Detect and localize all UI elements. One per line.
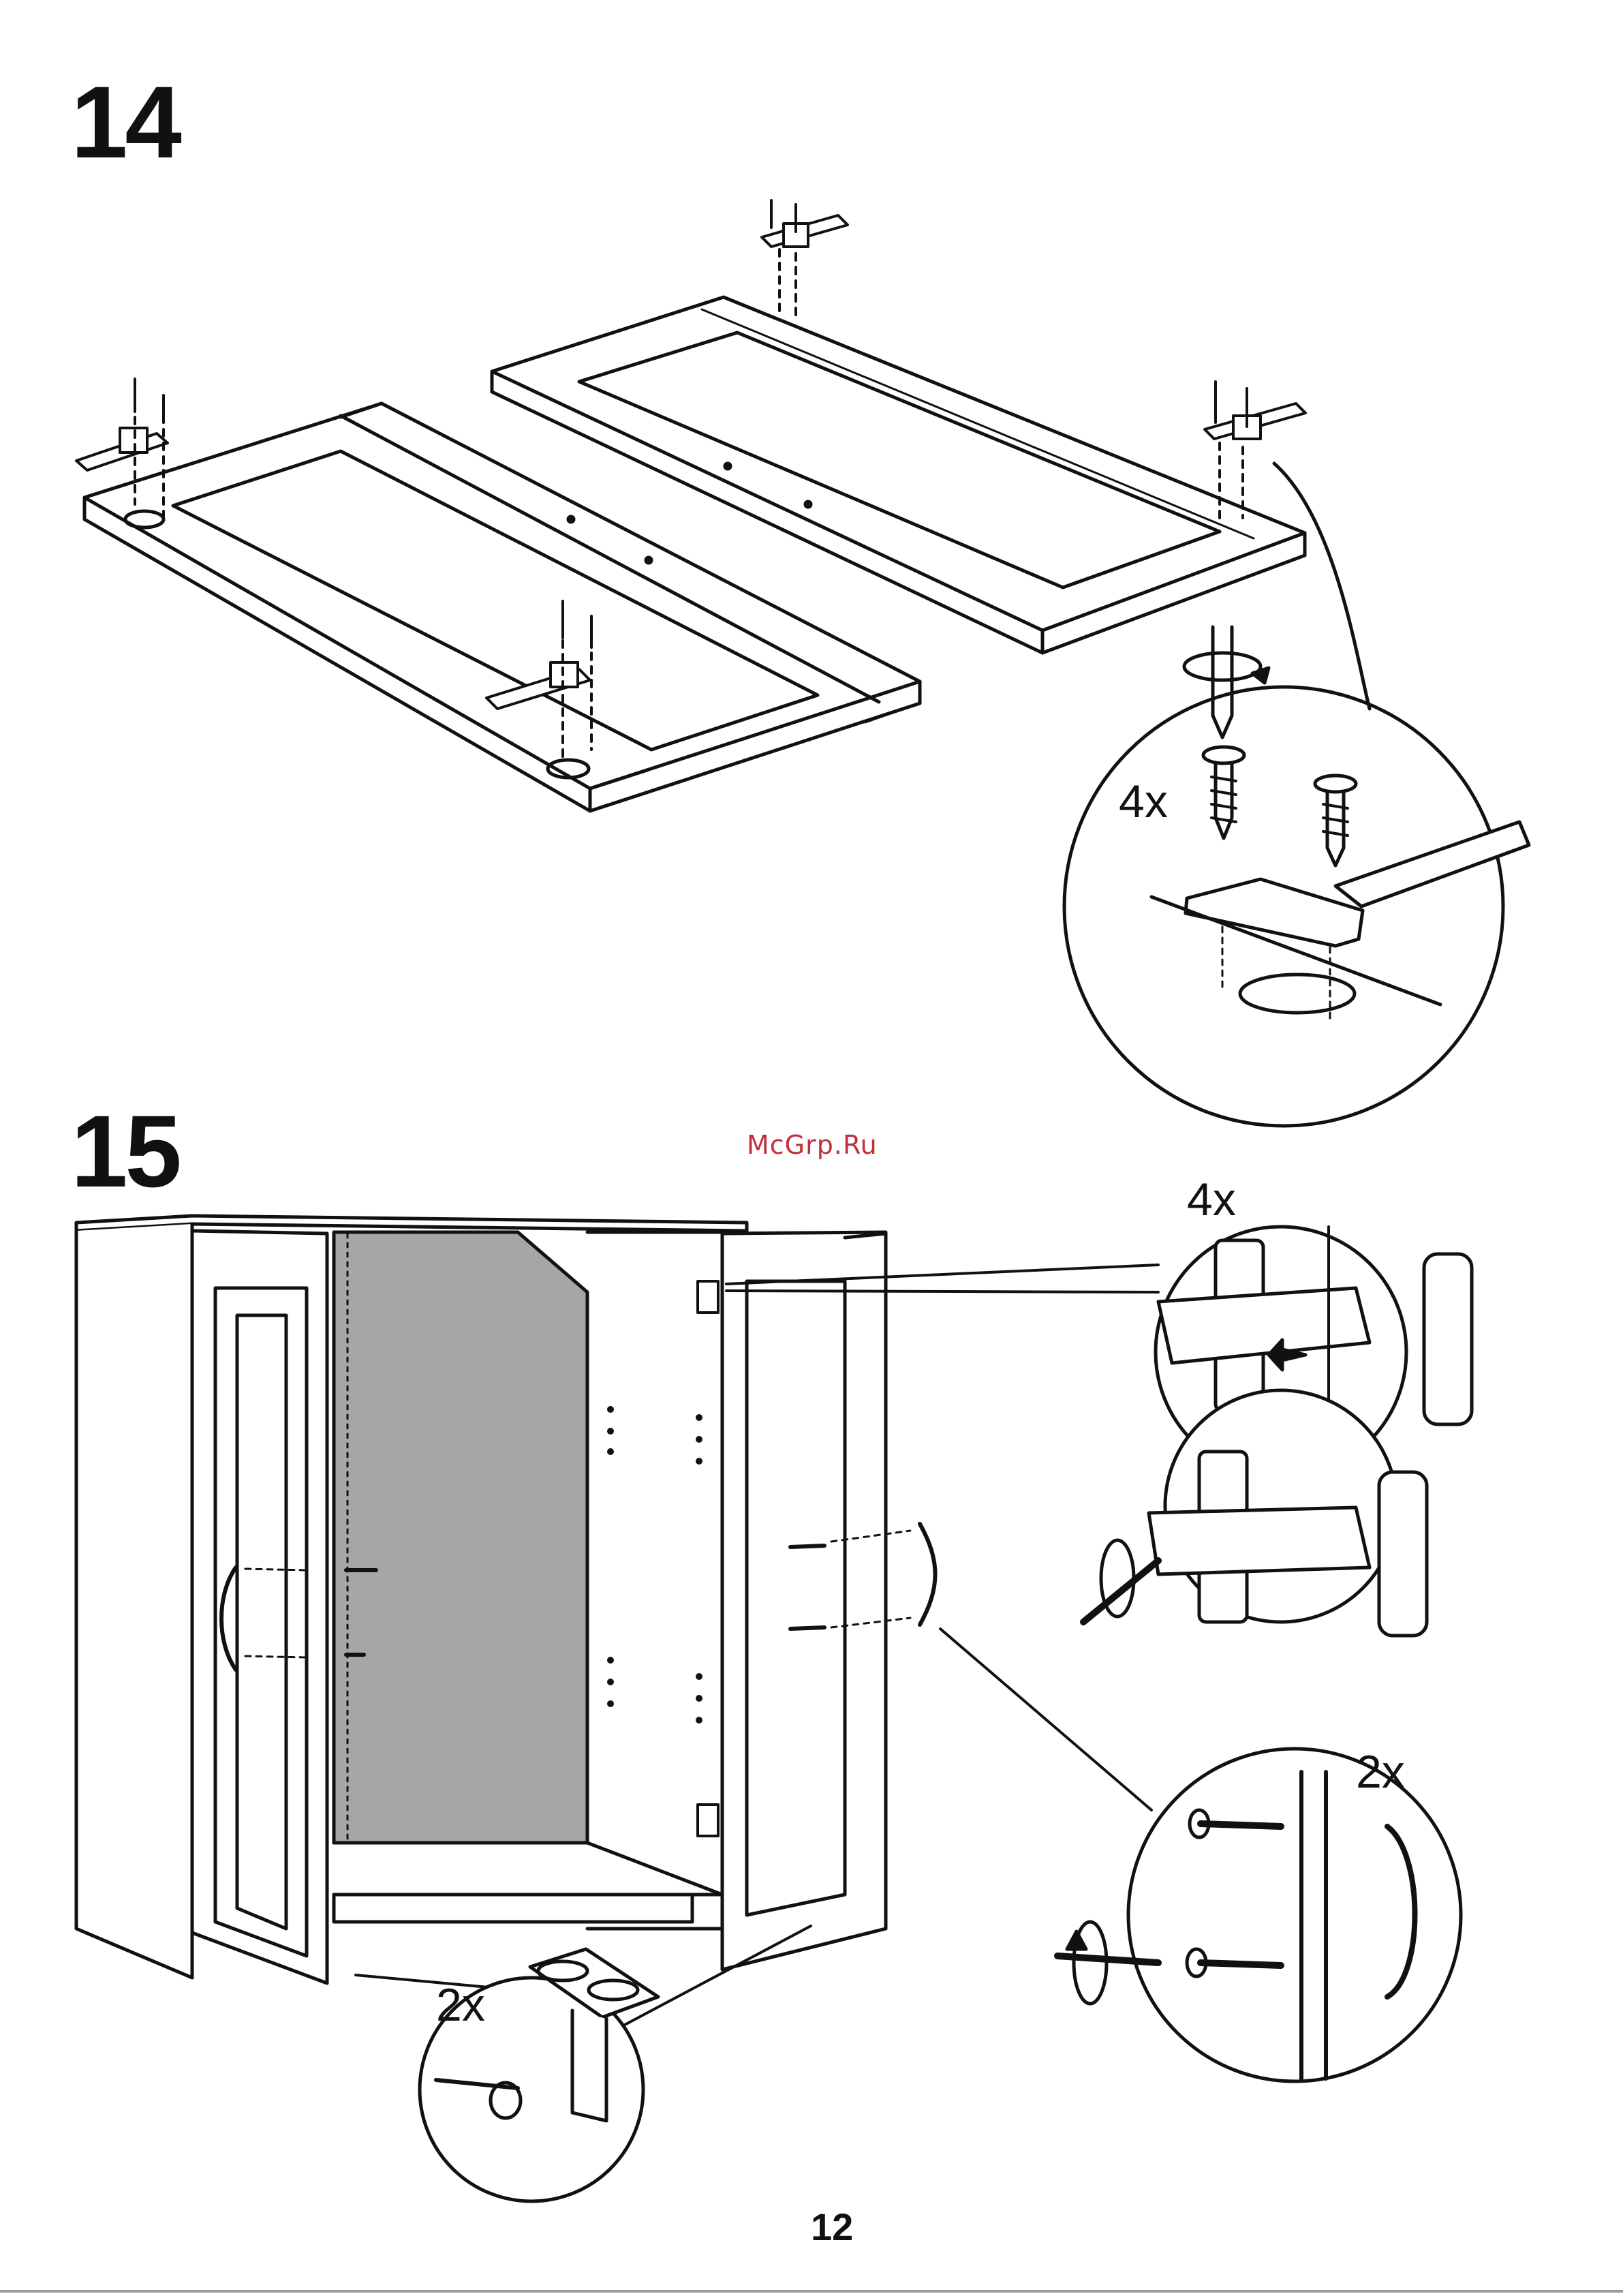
page-number: 12 [811,2205,853,2249]
handle-callout [940,1629,1461,2081]
leg-callout [356,1926,811,2201]
hinge-quantity-label: 4x [1187,1176,1236,1223]
step-number-15: 15 [71,1100,179,1202]
screw-quantity-label: 4x [1119,778,1168,825]
leg-quantity-label: 2x [436,1982,485,2028]
watermark: McGrp.Ru [747,1130,878,1160]
cabinet [76,1216,936,1983]
handle-quantity-label: 2x [1356,1749,1405,1795]
hinge-right-top [762,200,848,315]
hinge-right-bottom [1205,382,1305,518]
bottom-divider [0,2290,1623,2293]
step-number-14: 14 [71,71,179,173]
